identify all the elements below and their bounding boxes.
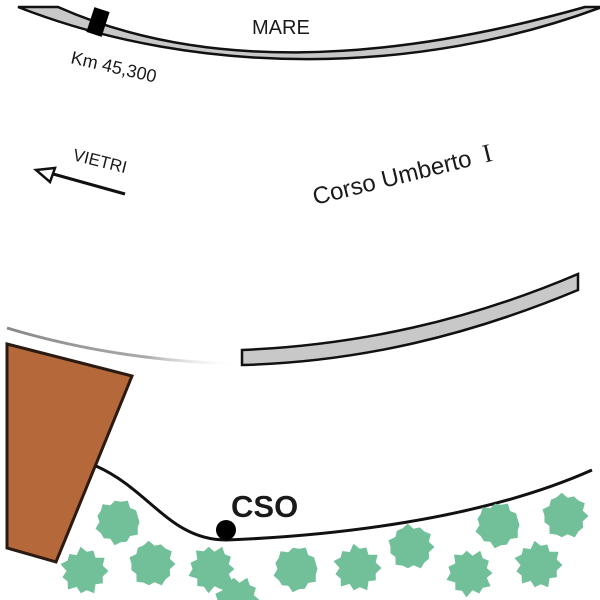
shrub-icon [514, 540, 563, 588]
shrub-icon [333, 543, 382, 591]
building [5, 342, 135, 564]
sea-label: MARE [252, 17, 310, 39]
inland-road [240, 272, 580, 367]
street-label: Corso Umberto I [309, 138, 495, 211]
shrub-icon [446, 550, 493, 598]
cso-label: CSO [231, 489, 298, 524]
kilometer-label: Km 45,300 [69, 47, 158, 86]
arrow-left-icon [32, 166, 126, 196]
sidewalk-edge-fade [6, 326, 241, 366]
shrub-icon [60, 546, 109, 594]
shrub-icon [475, 503, 520, 549]
vegetation-group [60, 492, 589, 600]
shrub-icon [273, 547, 318, 593]
channel-line [95, 464, 593, 542]
street-name: Corso Umberto [310, 145, 474, 211]
shrub-icon [388, 523, 435, 569]
shrub-icon [129, 540, 176, 586]
kilometer-marker [86, 7, 110, 37]
seafront-road [17, 5, 600, 61]
shrub-icon [542, 492, 589, 538]
shrub-icon [215, 577, 260, 600]
street-numeral: I [480, 138, 495, 168]
shrub-icon [188, 546, 235, 594]
direction-label: VIETRI [71, 145, 129, 177]
cso-point[interactable] [216, 520, 236, 540]
shrub-icon [95, 500, 140, 546]
